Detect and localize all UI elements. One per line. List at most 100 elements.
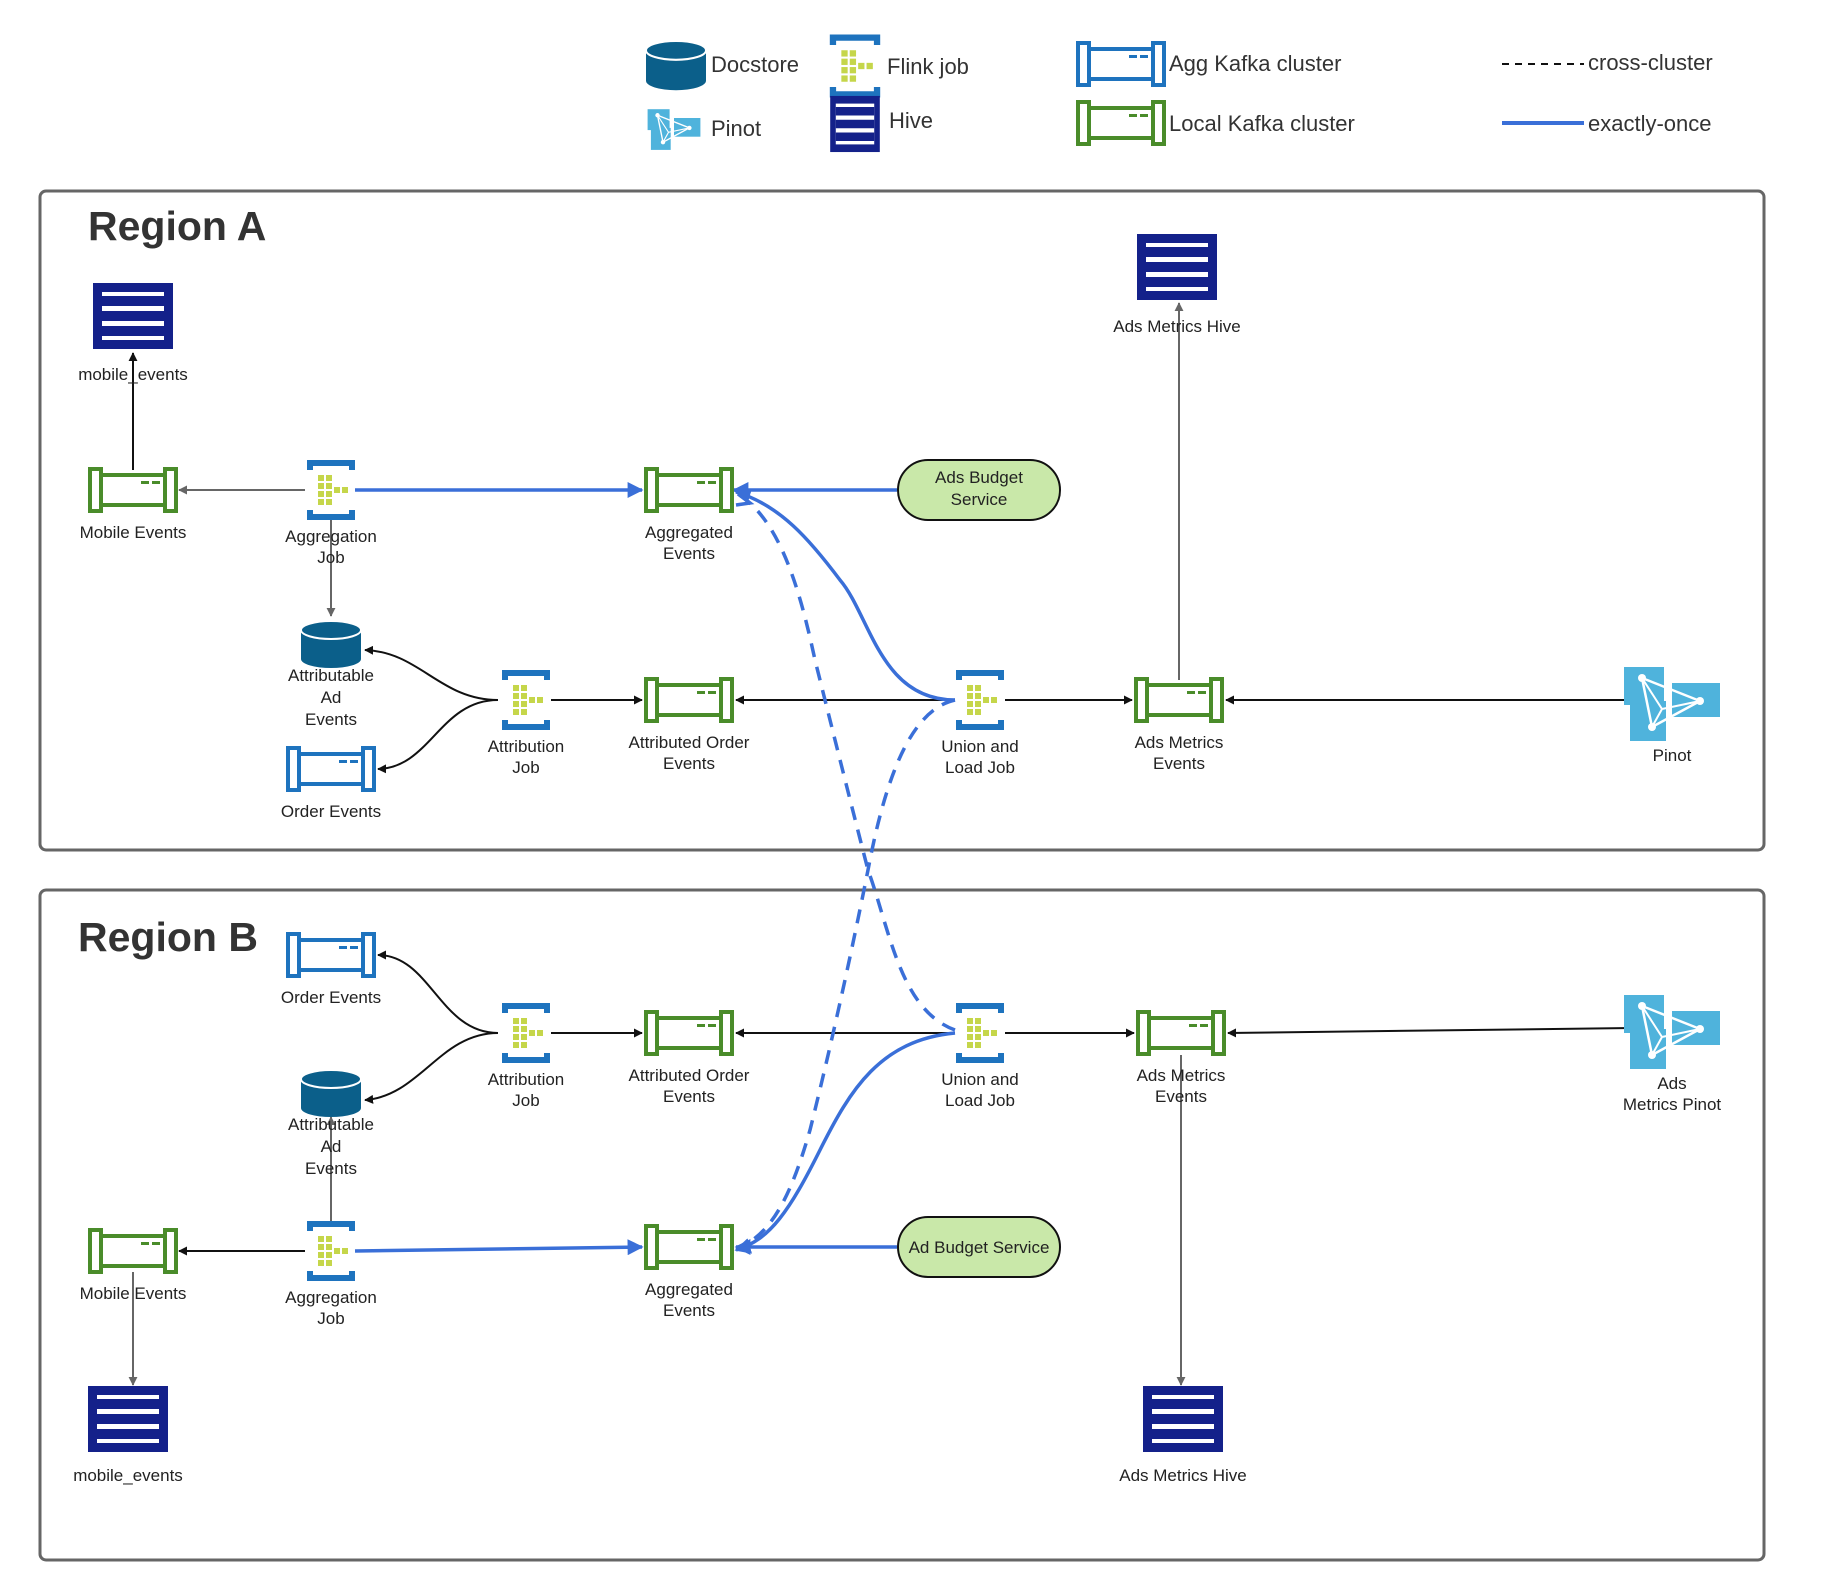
local-kafka-icon [88,467,178,513]
legend-pinot-icon [646,108,702,151]
node-a-pinot: Pinot [1622,665,1722,765]
node-a-aggregation-job: Aggregation Job [285,463,377,567]
node-b-ads-metrics-events: Ads Metrics Events [1136,1010,1226,1106]
flink-job-icon [310,1224,352,1278]
legend-local-kafka-icon [1076,100,1166,146]
node-label-line-1: Union and [941,737,1019,756]
node-label: Ad Budget Service [909,1238,1050,1257]
node-label-line-1: Aggregated [645,1280,733,1299]
node-a-attribution-job: Attribution Job [488,673,565,777]
node-b-attribution-job: Attribution Job [488,1006,565,1110]
node-label-line-1: Ads Budget [935,468,1023,487]
node-label-line-3: Events [305,1159,357,1178]
agg-kafka-icon [286,746,376,792]
region-b-frame [38,888,1766,1562]
edge-b-agg-to-aggregated [354,1239,644,1256]
legend-cross-cluster-label: cross-cluster [1588,50,1713,75]
node-label-line-2: Events [663,1087,715,1106]
flink-job-icon [505,673,547,727]
node-label-line-1: Aggregation [285,527,377,546]
node-label: Pinot [1653,746,1692,765]
flink-job-icon [505,1006,547,1060]
node-label: Mobile Events [80,523,187,542]
node-label: Order Events [281,988,381,1007]
node-b-ads-metrics-hive: Ads Metrics Hive [1119,1386,1247,1485]
service-pill [897,459,1061,521]
edge-b-attr-to-docstore [364,1032,499,1104]
node-b-attributed-order-events: Attributed Order Events [629,1010,750,1106]
node-a-attributed-order-events: Attributed Order Events [629,677,750,773]
local-kafka-icon [88,1228,178,1274]
node-label-line-2: Events [1155,1087,1207,1106]
node-label-line-2: Events [663,544,715,563]
cross-cluster-edges [735,492,956,1250]
region-a-title: Region A [88,203,266,249]
node-label-line-2: Events [1153,754,1205,773]
region-b-edges [128,950,1633,1386]
node-b-order-events: Order Events [281,932,381,1007]
node-label-line-1: Attributed Order [629,1066,750,1085]
service-pill [897,1216,1061,1278]
legend-docstore-icon [644,39,708,92]
node-label-line-1: Attribution [488,1070,565,1089]
node-label: Order Events [281,802,381,821]
edge-a-attr-to-docstore [364,645,499,701]
node-label-line-2: Ad [321,688,342,707]
edge-cross-b-union-to-a-aggregated-head [735,492,755,507]
node-label-line-2: Job [512,1091,539,1110]
region-b-title: Region B [78,914,258,960]
edge-cross-a-union-to-b-aggregated [737,698,956,1250]
hive-icon [1137,234,1217,300]
node-b-ads-metrics-pinot: Ads Metrics Pinot [1622,993,1722,1114]
legend-hive-label: Hive [889,108,933,133]
node-b-mobile-events-topic: Mobile Events [80,1228,186,1303]
node-label-line-1: Ads [1657,1074,1686,1093]
hive-icon [93,283,173,349]
node-a-mobile-events-topic: Mobile Events [80,467,187,542]
node-label-line-2: Load Job [945,1091,1015,1110]
node-label-line-2: Job [317,548,344,567]
legend-hive-icon [830,95,880,153]
pinot-icon [1622,665,1722,743]
node-b-attributable-ad-events: Attributable Ad Events [288,1069,374,1178]
node-label-line-2: Load Job [945,758,1015,777]
node-a-order-events: Order Events [281,746,381,821]
edge-cross-b-union-to-a-aggregated [737,492,956,1032]
hive-icon [88,1386,168,1452]
local-kafka-icon [644,467,734,513]
node-label-line-2: Events [663,1301,715,1320]
docstore-icon [300,620,362,669]
region-a-edges [128,302,1632,774]
node-a-attributable-ad-events: Attributable Ad Events [288,620,374,729]
node-label-line-1: Ads Metrics [1137,1066,1226,1085]
legend: Docstore Pinot Flink job Hive Agg Kafka … [644,38,1713,153]
local-kafka-icon [644,677,734,723]
node-label: Ads Metrics Hive [1119,1466,1247,1485]
local-kafka-icon [644,1224,734,1270]
legend-flink-job-label: Flink job [887,54,969,79]
node-label: Ads Metrics Hive [1113,317,1241,336]
legend-local-kafka-label: Local Kafka cluster [1169,111,1355,136]
node-b-aggregated-events: Aggregated Events [644,1224,734,1320]
agg-kafka-icon [286,932,376,978]
edge-b-pinot-to-metrics [1227,1027,1633,1038]
node-a-ads-budget-service: Ads Budget Service [897,459,1061,521]
legend-flink-job-icon [833,38,877,95]
node-b-mobile-events-hive: mobile_events [73,1386,183,1485]
flink-job-icon [959,673,1001,727]
node-label-line-2: Job [512,758,539,777]
node-label-line-1: Ads Metrics [1135,733,1224,752]
edge-b-union-to-aggregated [734,1031,956,1254]
node-label-line-1: Attributable [288,1115,374,1134]
node-label-line-1: Attribution [488,737,565,756]
flink-job-icon [959,1006,1001,1060]
node-label-line-1: Union and [941,1070,1019,1089]
node-label-line-1: Aggregation [285,1288,377,1307]
node-a-mobile-events-hive: mobile_events [78,283,188,384]
node-label: mobile_events [78,365,188,384]
legend-docstore-label: Docstore [711,52,799,77]
node-label-line-1: Attributed Order [629,733,750,752]
pinot-icon [1622,993,1722,1071]
